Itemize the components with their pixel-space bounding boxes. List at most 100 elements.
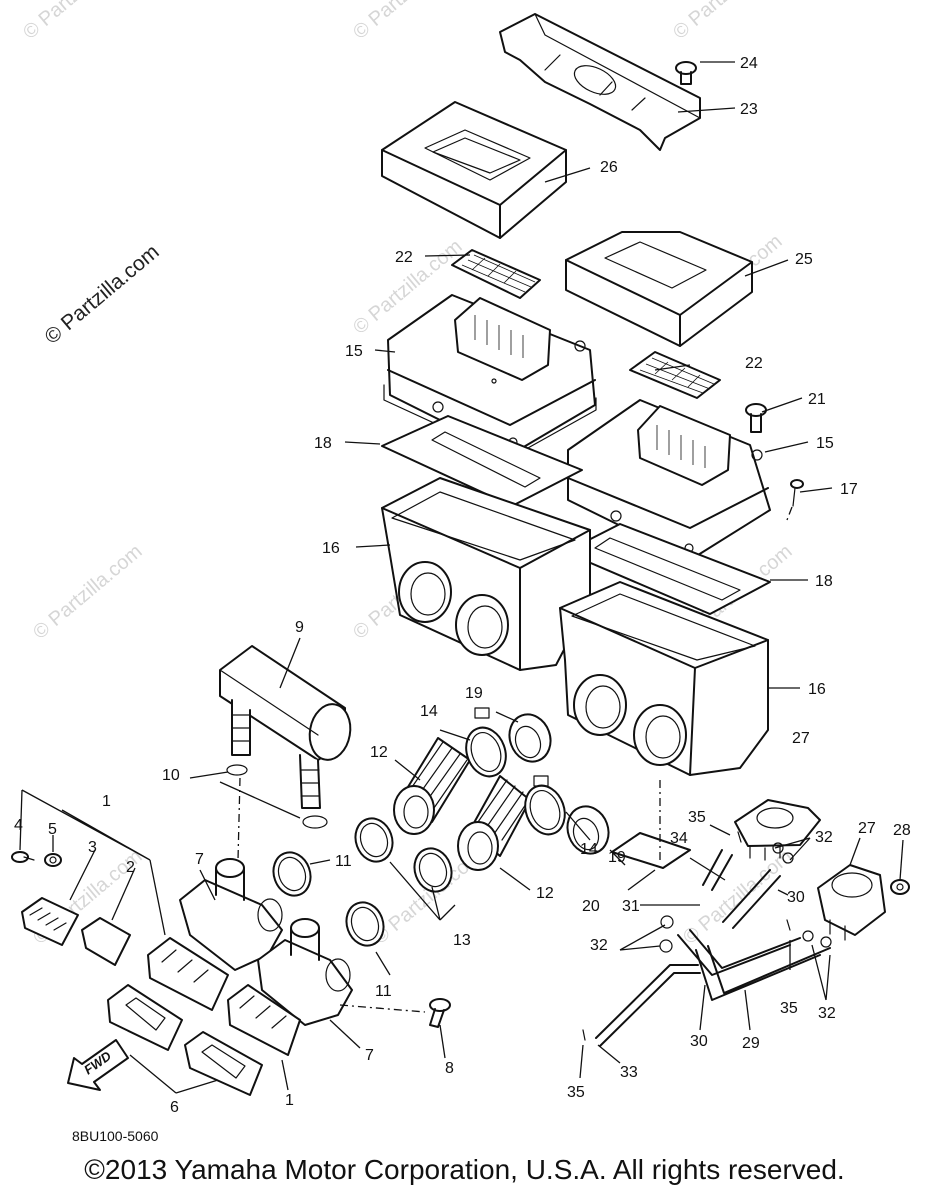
callout-4: 4	[14, 817, 23, 834]
callout-7: 7	[365, 1047, 374, 1064]
part-27-fuel-pump-upper	[734, 799, 821, 861]
fwd-arrow: FWD	[67, 1039, 129, 1091]
part-15-cover-left	[383, 294, 597, 459]
callout-13: 13	[453, 932, 471, 949]
callout-27: 27	[792, 730, 810, 747]
callout-26: 26	[600, 159, 618, 176]
part-1-reed-valve	[147, 937, 301, 1056]
callout-22: 22	[745, 355, 763, 372]
callout-1: 1	[285, 1092, 294, 1109]
part-18-gasket-right	[564, 523, 771, 615]
part-10-clip	[226, 764, 328, 829]
part-11-clamp	[272, 851, 385, 947]
callout-16: 16	[322, 540, 340, 557]
callout-20: 20	[582, 898, 600, 915]
callout-33: 33	[620, 1064, 638, 1081]
part-5-nut	[44, 853, 62, 867]
callout-8: 8	[445, 1060, 454, 1077]
watermark: © Partzilla.com	[29, 540, 146, 643]
part-22-filter-screen-right	[629, 351, 721, 399]
callout-30: 30	[787, 889, 805, 906]
part-2-stopper	[81, 917, 131, 966]
callout-1: 1	[102, 793, 111, 810]
partzilla-watermark: © Partzilla.com	[40, 240, 163, 349]
callout-34: 34	[670, 830, 688, 847]
callout-32: 32	[590, 937, 608, 954]
callout-32: 32	[815, 829, 833, 846]
callout-7: 7	[195, 851, 204, 868]
callout-16: 16	[808, 681, 826, 698]
part-12-joint-upper	[393, 737, 471, 835]
part-15-cover-right	[567, 399, 771, 561]
callout-23: 23	[740, 101, 758, 118]
hose-clips	[582, 831, 832, 1041]
callout-18: 18	[314, 435, 332, 452]
callout-28: 28	[893, 822, 911, 839]
part-28-nut	[890, 879, 910, 895]
callout-17: 17	[840, 481, 858, 498]
callout-31: 31	[622, 898, 640, 915]
part-17-screw	[786, 479, 804, 521]
part-27-fuel-pump-lower	[817, 864, 886, 941]
callout-12: 12	[536, 885, 554, 902]
part-8-bolt	[429, 998, 451, 1028]
watermark: © Partzilla.com	[349, 0, 466, 44]
watermark: © Partzilla.com	[679, 845, 796, 948]
callout-35: 35	[567, 1084, 585, 1101]
part-24-bolt	[675, 61, 697, 85]
part-3-reed-plate	[21, 897, 79, 946]
callout-11: 11	[335, 853, 352, 870]
callout-5: 5	[48, 821, 57, 838]
part-13-clamp	[354, 817, 453, 893]
callout-19: 19	[608, 849, 626, 866]
callout-22: 22	[395, 249, 413, 266]
part-12-joint-lower	[457, 775, 531, 871]
part-25-foam-pad	[565, 231, 753, 347]
part-14-clamp-lower	[524, 775, 566, 836]
part-21-bolt	[745, 403, 767, 433]
callout-29: 29	[742, 1035, 760, 1052]
callout-6: 6	[170, 1099, 179, 1116]
callout-18: 18	[815, 573, 833, 590]
callout-3: 3	[88, 839, 97, 856]
part-4-screw	[11, 851, 35, 863]
callout-30: 30	[690, 1033, 708, 1050]
callout-9: 9	[295, 619, 304, 636]
part-23-bracket	[499, 13, 701, 151]
callout-2: 2	[126, 859, 135, 876]
callout-27: 27	[858, 820, 876, 837]
callout-35: 35	[688, 809, 706, 826]
copyright-notice: ©2013 Yamaha Motor Corporation, U.S.A. A…	[84, 1154, 845, 1185]
part-19-funnel	[508, 713, 610, 855]
part-14-clamp-upper	[465, 707, 507, 778]
callout-11: 11	[375, 983, 392, 1000]
part-6-gasket	[107, 984, 263, 1096]
callout-14: 14	[420, 703, 438, 720]
callout-12: 12	[370, 744, 388, 761]
watermark: © Partzilla.com	[669, 0, 786, 44]
watermark: © Partzilla.com	[19, 0, 136, 44]
diagram-code: 8BU100-5060	[72, 1128, 159, 1144]
callout-32: 32	[818, 1005, 836, 1022]
callout-15: 15	[816, 435, 834, 452]
part-22-filter-screen	[451, 249, 541, 299]
callout-labels: 24 23 26 22 25 15 22 21 15 18 17 16 18 9…	[14, 55, 911, 1116]
part-20-pad	[611, 832, 691, 869]
callout-14: 14	[580, 841, 598, 858]
callout-24: 24	[740, 55, 758, 72]
fuel-hoses	[595, 849, 831, 1047]
leader-lines	[19, 61, 904, 1094]
callout-21: 21	[808, 391, 826, 408]
part-16-airbox-right	[559, 581, 769, 776]
part-7-manifold-lower	[257, 918, 353, 1026]
part-18-gasket-left	[381, 415, 583, 507]
callout-25: 25	[795, 251, 813, 268]
callout-15: 15	[345, 343, 363, 360]
callout-35: 35	[780, 1000, 798, 1017]
part-16-airbox-left	[381, 477, 591, 671]
callout-10: 10	[162, 767, 180, 784]
callout-19: 19	[465, 685, 483, 702]
part-26-foam-pad	[381, 101, 567, 239]
part-7-manifold-upper	[179, 858, 283, 971]
